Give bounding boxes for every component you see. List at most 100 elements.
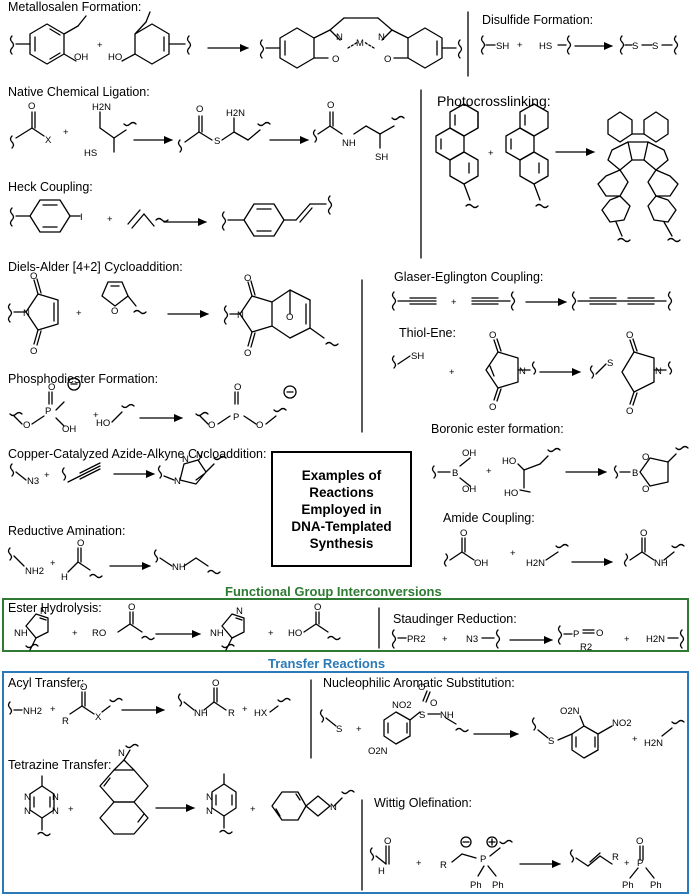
- atom-n: N: [206, 792, 213, 803]
- plus-sign: +: [97, 40, 103, 51]
- atom-p: P: [233, 412, 239, 423]
- atom-o: O: [332, 54, 339, 65]
- atom-n: N: [206, 806, 213, 817]
- plus-sign: +: [356, 724, 362, 735]
- atom-o: O: [286, 312, 293, 323]
- atom-nh: NH: [14, 628, 28, 639]
- atom-s: S: [548, 736, 554, 747]
- atom-ph: Ph: [492, 880, 504, 891]
- atom-n: N: [336, 32, 343, 43]
- atom-o2n: O2N: [368, 746, 388, 757]
- atom-r: R: [228, 708, 235, 719]
- atom-nh: NH: [342, 138, 356, 149]
- label-metallosalen: Metallosalen Formation:: [8, 0, 142, 14]
- plus-sign: +: [486, 466, 492, 477]
- thiol-ene-scheme: [391, 338, 673, 406]
- atom-o: O: [80, 682, 87, 693]
- atom-o: O: [30, 346, 37, 357]
- atom-o: O: [244, 348, 251, 359]
- atom-n: N: [378, 32, 385, 43]
- atom-n: N: [118, 748, 125, 759]
- atom-o: O: [48, 382, 55, 393]
- plus-sign: +: [68, 804, 74, 815]
- atom-o: O: [28, 101, 35, 112]
- atom-h2n: H2N: [646, 634, 665, 645]
- atom-h2n: H2N: [226, 108, 245, 119]
- label-ester-hydrolysis: Ester Hydrolysis:: [8, 601, 102, 615]
- native-chemical-ligation-scheme: [9, 111, 405, 153]
- ester-hydrolysis-scheme: [25, 611, 341, 651]
- plus-sign: +: [488, 148, 494, 159]
- label-boronic: Boronic ester formation:: [431, 422, 564, 436]
- atom-o: O: [256, 420, 263, 431]
- atom-x: X: [45, 135, 52, 146]
- atom-n: N: [236, 606, 243, 617]
- atom-nh2: NH2: [25, 566, 44, 577]
- atom-s: S: [652, 41, 658, 52]
- atom-n: N: [24, 806, 31, 817]
- reductive-amination-scheme: [7, 547, 221, 579]
- atom-x: X: [95, 712, 102, 723]
- fgi-section-title: Functional Group Interconversions: [225, 584, 442, 599]
- atom-n: N: [237, 310, 244, 321]
- glaser-coupling-scheme: [391, 291, 673, 311]
- plus-sign: +: [624, 634, 630, 645]
- acyl-transfer-scheme: [7, 687, 291, 715]
- label-tetrazine: Tetrazine Transfer:: [8, 758, 112, 772]
- atom-metal: M: [356, 38, 364, 49]
- atom-ph: Ph: [650, 880, 662, 891]
- plus-sign: +: [93, 410, 99, 421]
- atom-n: N: [52, 806, 59, 817]
- atom-hx: HX: [254, 708, 268, 719]
- amide-coupling-scheme: [443, 537, 685, 567]
- label-cuaac: Copper-Catalyzed Azide-Alkyne Cycloaddit…: [8, 447, 267, 461]
- atom-r: R: [62, 716, 69, 727]
- label-diels-alder: Diels-Alder [4+2] Cycloaddition:: [8, 260, 183, 274]
- atom-o: O: [430, 698, 437, 709]
- atom-hs: HS: [84, 148, 97, 159]
- snar-scheme: [319, 690, 685, 759]
- transfer-section-title: Transfer Reactions: [268, 656, 386, 671]
- plus-sign: +: [242, 704, 248, 715]
- atom-n3: N3: [466, 634, 478, 645]
- diels-alder-scheme: [7, 278, 339, 348]
- atom-ho: HO: [96, 418, 110, 429]
- atom-p: P: [573, 629, 579, 640]
- atom-b: B: [452, 468, 458, 479]
- atom-o: O: [384, 54, 391, 65]
- atom-h: H: [61, 572, 68, 583]
- plus-sign: +: [250, 804, 256, 815]
- metallosalen-scheme: [9, 11, 463, 69]
- atom-o: O: [642, 484, 649, 495]
- atom-p: P: [45, 406, 51, 417]
- atom-sh: SH: [375, 152, 388, 163]
- atom-o: O: [23, 420, 30, 431]
- atom-ho: HO: [288, 628, 302, 639]
- atom-ho: HO: [502, 456, 516, 467]
- plus-sign: +: [442, 634, 448, 645]
- atom-p: P: [480, 854, 486, 865]
- atom-b: B: [632, 468, 638, 479]
- atom-s: S: [214, 136, 220, 147]
- plus-sign: +: [416, 858, 422, 869]
- atom-n: N: [52, 792, 59, 803]
- plus-sign: +: [449, 367, 455, 378]
- atom-o: O: [128, 602, 135, 613]
- functional-group-interconversions-box: [2, 598, 689, 652]
- label-ncl: Native Chemical Ligation:: [8, 85, 150, 99]
- label-thiol-ene: Thiol-Ene:: [399, 326, 456, 340]
- label-staudinger: Staudinger Reduction:: [393, 612, 517, 626]
- atom-nh: NH: [210, 628, 224, 639]
- label-heck: Heck Coupling:: [8, 180, 93, 194]
- plus-sign: +: [76, 308, 82, 319]
- plus-sign: +: [44, 470, 50, 481]
- atom-o: O: [384, 836, 391, 847]
- atom-h2n: H2N: [644, 738, 663, 749]
- atom-o: O: [208, 420, 215, 431]
- atom-n: N: [196, 450, 203, 461]
- atom-ph: Ph: [622, 880, 634, 891]
- atom-ho: HO: [108, 52, 122, 63]
- disulfide-scheme: [480, 35, 679, 55]
- atom-o: O: [196, 104, 203, 115]
